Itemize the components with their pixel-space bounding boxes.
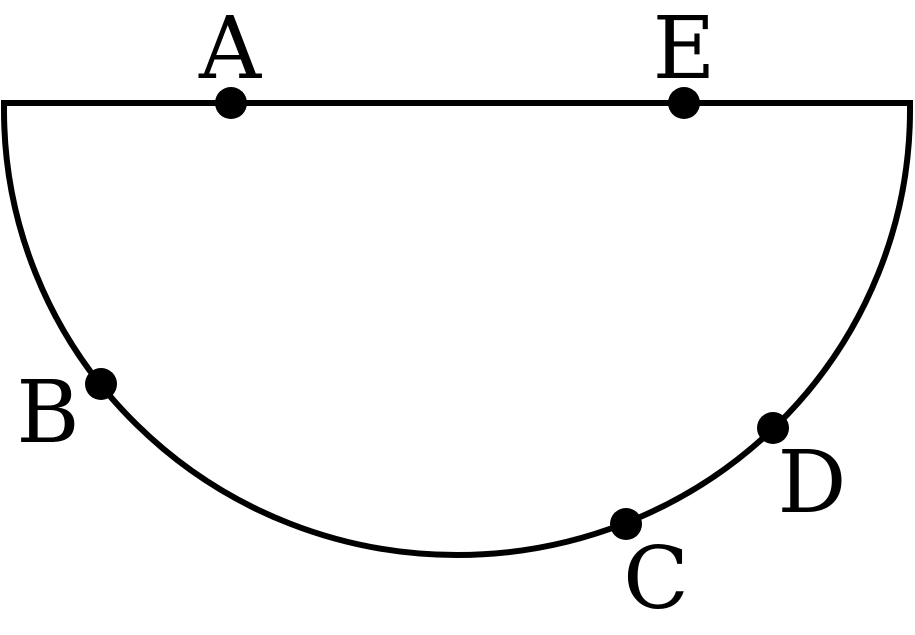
point-a-label: A xyxy=(198,0,262,99)
semicircle-arc xyxy=(1,109,913,558)
point-a-dot xyxy=(215,87,247,119)
point-c-label: C xyxy=(623,529,689,629)
point-b-label: B xyxy=(16,363,79,463)
point-e-label: E xyxy=(653,0,716,99)
point-d-dot xyxy=(757,412,789,444)
point-d-label: D xyxy=(778,433,847,533)
point-b-dot xyxy=(85,368,117,400)
point-e-dot xyxy=(668,87,700,119)
point-c-dot xyxy=(610,508,642,540)
